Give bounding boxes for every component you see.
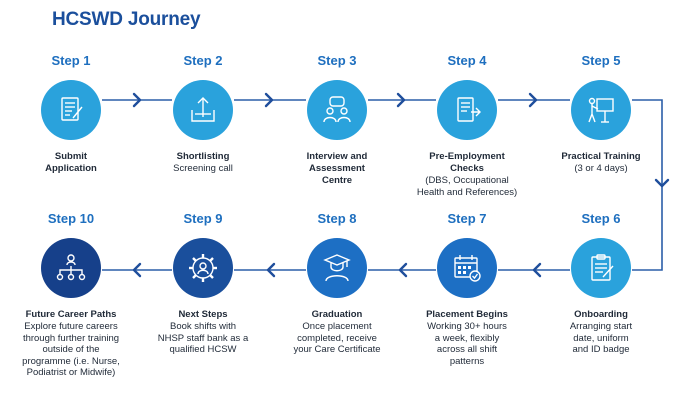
clipboard-icon [591, 254, 614, 281]
step-7: Step 7 Placement Begins Working 30+ hour… [402, 210, 532, 367]
step-label: Step 5 [581, 53, 621, 68]
step-circle [571, 80, 631, 140]
step-label: Step 10 [47, 211, 95, 226]
step-heading: Placement Begins [426, 309, 508, 320]
step-heading: Interview and Assessment Centre [306, 151, 368, 186]
calendar-check-icon [454, 255, 481, 282]
step-description: Screening call [173, 163, 233, 174]
step-8: Step 8 Graduation Once placement complet… [272, 210, 402, 356]
chevron-down-icon [654, 178, 670, 188]
step-heading: Future Career Paths [25, 309, 117, 320]
step-circle [437, 238, 497, 298]
step-label: Step 7 [447, 211, 487, 226]
step-heading: Practical Training [561, 151, 641, 162]
step-label: Step 3 [317, 53, 357, 68]
step-circle [307, 238, 367, 298]
step-1: Step 1 Submit Application [6, 52, 136, 175]
step-3: Step 3 Interview and Assessment Centre [272, 52, 402, 187]
step-label: Step 6 [581, 211, 621, 226]
step-circle [173, 238, 233, 298]
step-10: Step 10 Future Career Paths Explore futu… [6, 210, 136, 379]
upload-folder-icon [191, 97, 215, 122]
step-label: Step 8 [317, 211, 357, 226]
org-chart-icon [56, 254, 86, 281]
step-description: Explore future careers through further t… [22, 321, 120, 378]
step-description: Once placement completed, receive your C… [293, 321, 381, 355]
step-6: Step 6 Onboarding Arranging start date, … [536, 210, 666, 356]
graduate-icon [323, 254, 351, 282]
step-circle [571, 238, 631, 298]
step-heading: Submit Application [45, 151, 97, 174]
step-heading: Shortlisting [176, 151, 230, 162]
step-description: (DBS, Occupational Health and References… [416, 175, 518, 198]
step-label: Step 9 [183, 211, 223, 226]
step-heading: Onboarding [574, 309, 628, 320]
step-description: Book shifts with NHSP staff bank as a qu… [157, 321, 249, 355]
page-title: HCSWD Journey [52, 9, 201, 30]
interview-people-icon [323, 96, 351, 123]
step-description: Working 30+ hours a week, flexibly acros… [427, 321, 507, 367]
step-circle [41, 80, 101, 140]
step-circle [41, 238, 101, 298]
step-9: Step 9 Next Steps Book shifts with NHSP … [138, 210, 268, 356]
step-label: Step 4 [447, 53, 487, 68]
step-heading: Next Steps [178, 309, 228, 320]
step-circle [437, 80, 497, 140]
step-heading: Graduation [311, 309, 363, 320]
step-label: Step 1 [51, 53, 91, 68]
step-4: Step 4 Pre-Employment Checks (DBS, Occup… [402, 52, 532, 198]
step-2: Step 2 Shortlisting Screening call [138, 52, 268, 175]
step-label: Step 2 [183, 53, 223, 68]
step-circle [307, 80, 367, 140]
document-check-icon [457, 97, 481, 122]
presenter-board-icon [588, 97, 614, 123]
step-5: Step 5 Practical Training (3 or 4 days) [536, 52, 666, 175]
step-description: Arranging start date, uniform and ID bad… [569, 321, 633, 355]
gear-person-icon [189, 254, 217, 282]
application-form-icon [61, 97, 83, 121]
step-description: (3 or 4 days) [574, 163, 628, 174]
step-circle [173, 80, 233, 140]
step-heading: Pre-Employment Checks [429, 151, 505, 174]
